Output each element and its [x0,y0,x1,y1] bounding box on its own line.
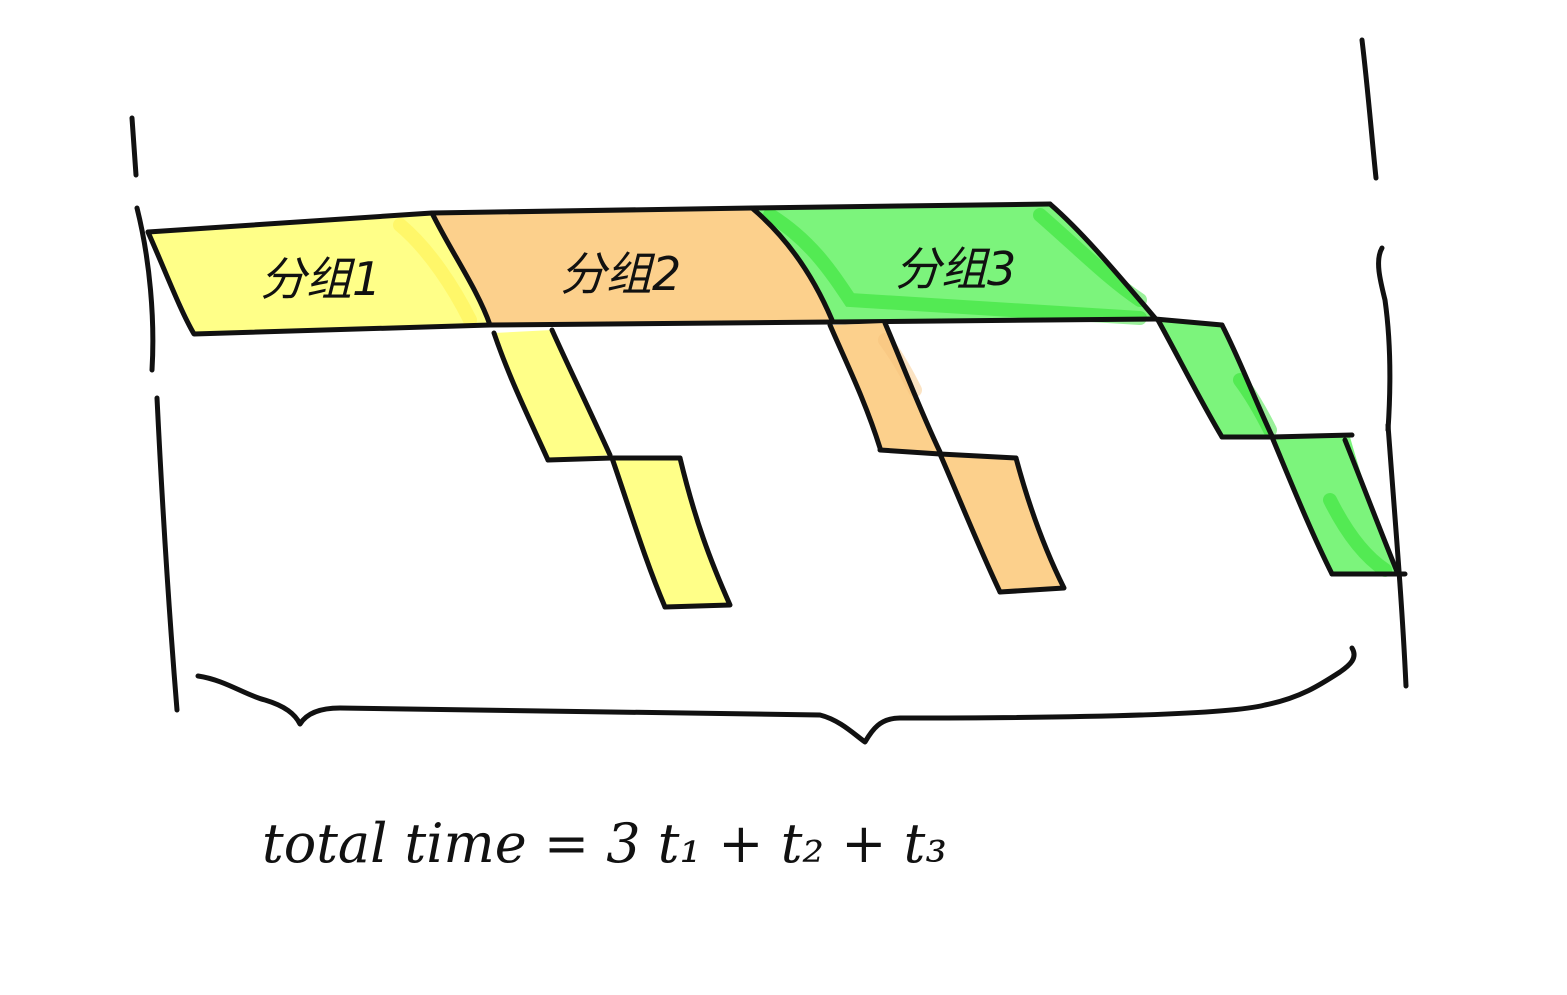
group-3-segment [752,204,1155,322]
group-3-cascade [1158,320,1272,437]
left-boundary-line [134,205,156,373]
group-2-cascade [832,323,940,452]
right-boundary-line [1376,245,1393,433]
group-2-label: 分组2 [560,247,681,301]
group-3-label: 分组3 [895,242,1016,296]
top-band-outline [145,201,1053,235]
total-time-formula: total time = 3 t₁ + t₂ + t₃ [262,812,947,875]
group-2-segment [432,208,832,325]
group-1-label: 分组1 [260,252,381,306]
right-boundary-line [1385,422,1409,689]
left-boundary-line [154,395,180,713]
group-1-segment [148,213,490,334]
group-1-cascade [494,330,610,460]
right-boundary-line [1359,37,1379,181]
left-boundary-line [129,115,139,178]
total-span-brace [195,645,1357,745]
